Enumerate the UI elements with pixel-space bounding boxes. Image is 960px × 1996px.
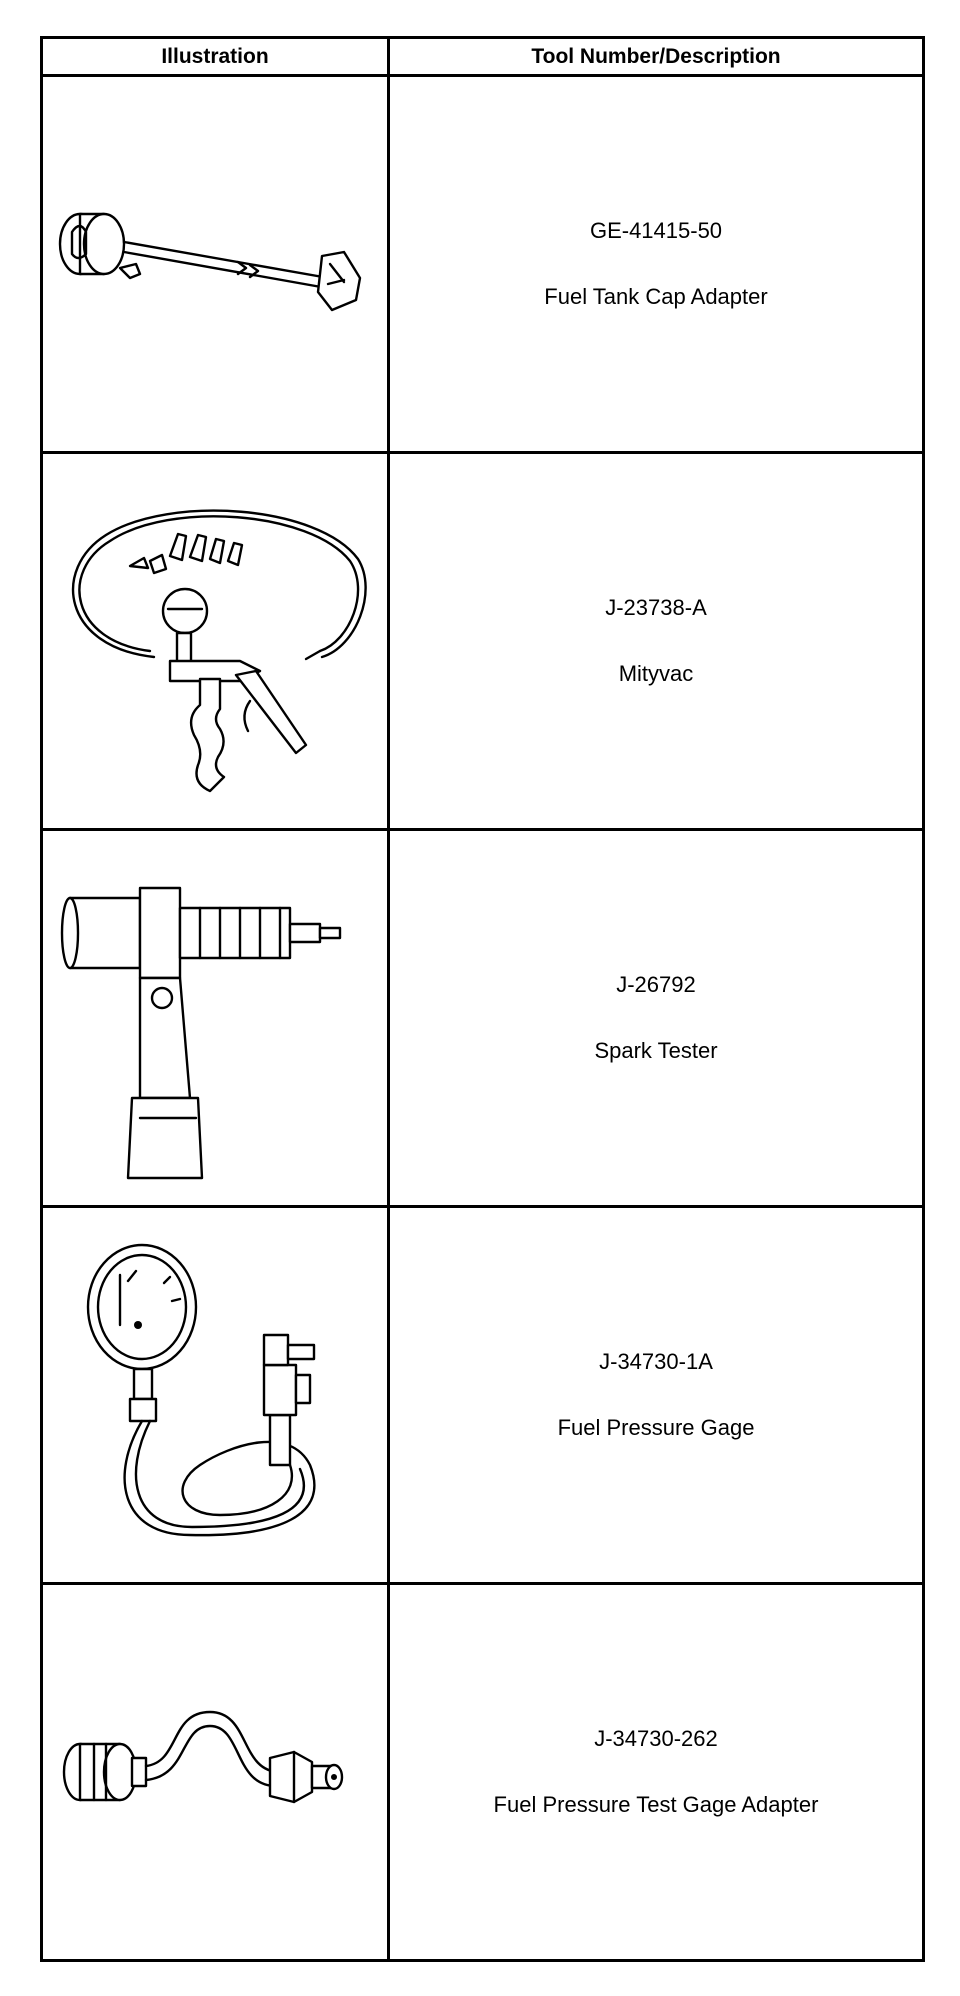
header-tool-number-description: Tool Number/Description bbox=[387, 36, 925, 77]
table-row: J-26792 Spark Tester bbox=[40, 828, 925, 1208]
fuel-pressure-gage-icon bbox=[86, 1243, 316, 1537]
table-row: J-34730-1A Fuel Pressure Gage bbox=[40, 1205, 925, 1585]
tool-cell: J-34730-262 Fuel Pressure Test Gage Adap… bbox=[387, 1582, 925, 1962]
spark-tester-icon bbox=[60, 886, 342, 1180]
tool-description: Spark Tester bbox=[594, 1038, 718, 1063]
illustration-cell bbox=[40, 1582, 390, 1962]
table-row: J-34730-262 Fuel Pressure Test Gage Adap… bbox=[40, 1582, 925, 1962]
fuel-pressure-test-gage-adapter-icon bbox=[62, 1710, 344, 1804]
header-illustration: Illustration bbox=[40, 36, 390, 77]
tool-cell: J-34730-1A Fuel Pressure Gage bbox=[387, 1205, 925, 1585]
tool-number: J-34730-1A bbox=[599, 1349, 713, 1374]
tool-number: J-23738-A bbox=[605, 595, 707, 620]
tool-description: Mityvac bbox=[618, 661, 694, 686]
illustration-cell bbox=[40, 74, 390, 454]
mityvac-icon bbox=[71, 509, 367, 793]
table-header-row: Illustration Tool Number/Description bbox=[40, 36, 925, 77]
special-tools-table: Illustration Tool Number/Description bbox=[40, 36, 925, 1962]
tool-cell: J-23738-A Mityvac bbox=[387, 451, 925, 831]
tool-number: J-26792 bbox=[616, 972, 696, 997]
table-row: GE-41415-50 Fuel Tank Cap Adapter bbox=[40, 74, 925, 454]
fuel-tank-cap-adapter-icon bbox=[58, 212, 362, 312]
illustration-cell bbox=[40, 1205, 390, 1585]
tool-number: J-34730-262 bbox=[594, 1726, 718, 1751]
tool-description: Fuel Tank Cap Adapter bbox=[544, 284, 768, 309]
tool-number: GE-41415-50 bbox=[589, 218, 723, 243]
tool-cell: J-26792 Spark Tester bbox=[387, 828, 925, 1208]
tool-cell: GE-41415-50 Fuel Tank Cap Adapter bbox=[387, 74, 925, 454]
tool-description: Fuel Pressure Gage bbox=[557, 1415, 755, 1440]
table-row: J-23738-A Mityvac bbox=[40, 451, 925, 831]
tool-description: Fuel Pressure Test Gage Adapter bbox=[493, 1792, 819, 1817]
illustration-cell bbox=[40, 451, 390, 831]
illustration-cell bbox=[40, 828, 390, 1208]
